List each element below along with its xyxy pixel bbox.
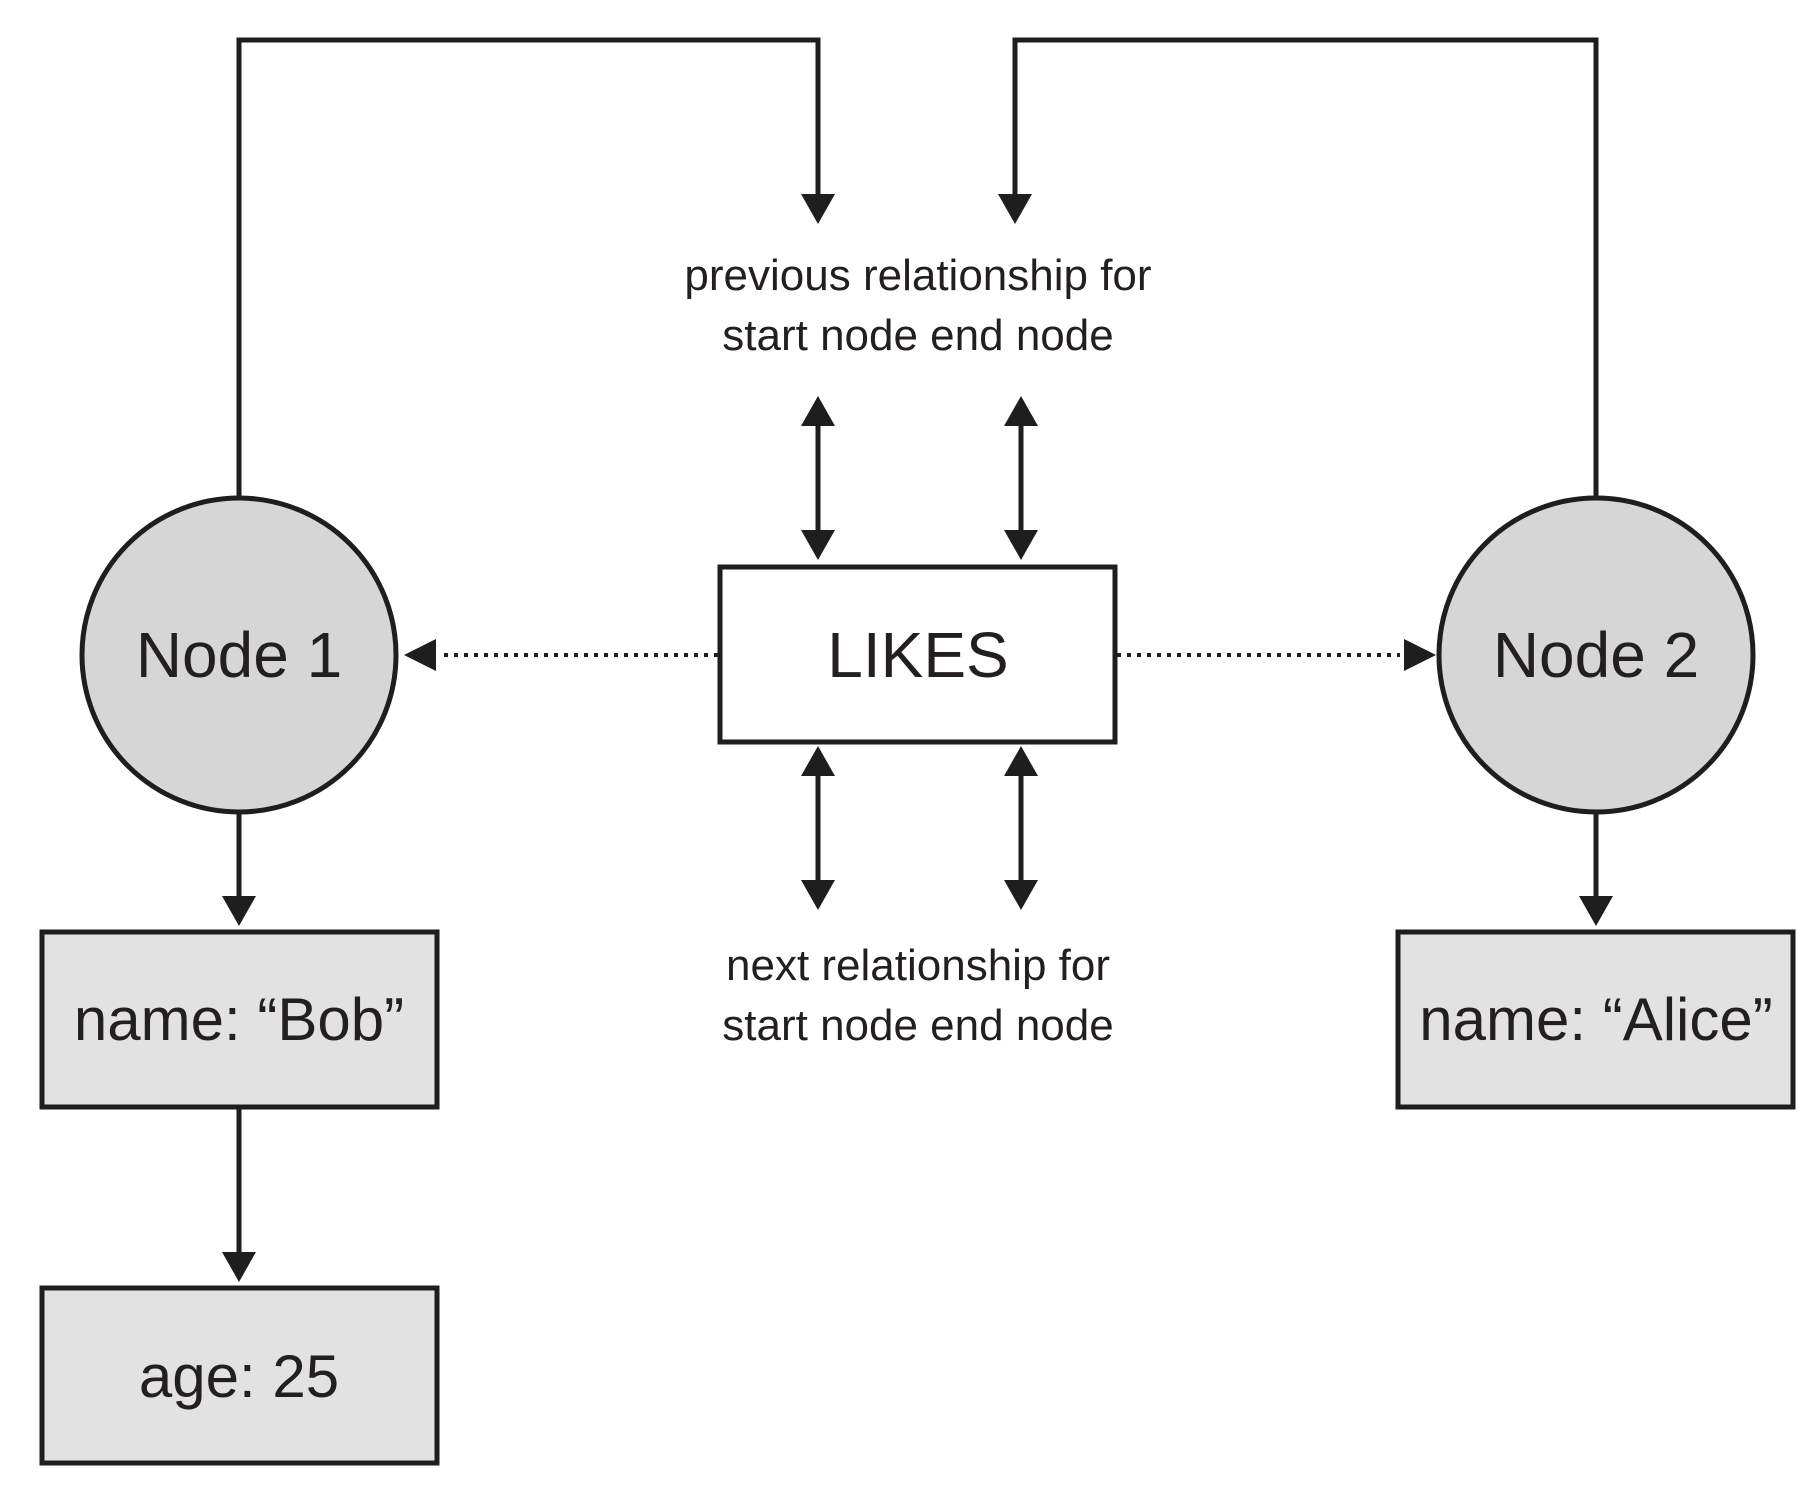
- previous-start-double-arrow: [801, 396, 835, 560]
- node-1: Node 1: [79, 495, 399, 815]
- next-start-double-arrow: [801, 746, 835, 910]
- property-alice-name: name: “Alice”: [1395, 929, 1796, 1110]
- node-1-label: Node 1: [136, 619, 342, 691]
- node2-to-name-arrow: [1579, 812, 1613, 926]
- previous-end-double-arrow: [1004, 396, 1038, 560]
- relationship-likes: LIKES: [717, 564, 1118, 745]
- node-2: Node 2: [1436, 495, 1756, 815]
- previous-relationship-note-line2: start node end node: [722, 311, 1113, 360]
- relationship-start-node-arrow: [404, 639, 718, 671]
- property-bob-age: age: 25: [39, 1285, 440, 1466]
- next-relationship-note-line1: next relationship for: [726, 941, 1110, 990]
- node2-to-previous-end-connector: [998, 37, 1599, 500]
- node1-to-previous-start-connector: [236, 37, 835, 500]
- property-bob-name: name: “Bob”: [39, 929, 440, 1110]
- property-alice-name-label: name: “Alice”: [1419, 986, 1772, 1053]
- name-to-age-arrow: [222, 1107, 256, 1282]
- node1-to-name-arrow: [222, 812, 256, 926]
- property-bob-age-label: age: 25: [139, 1343, 339, 1410]
- property-bob-name-label: name: “Bob”: [74, 986, 404, 1053]
- relationship-label: LIKES: [827, 619, 1008, 691]
- previous-relationship-note-line1: previous relationship for: [684, 251, 1151, 300]
- relationship-end-node-arrow: [1117, 639, 1436, 671]
- next-end-double-arrow: [1004, 746, 1038, 910]
- node-2-label: Node 2: [1493, 619, 1699, 691]
- next-relationship-note-line2: start node end node: [722, 1001, 1113, 1050]
